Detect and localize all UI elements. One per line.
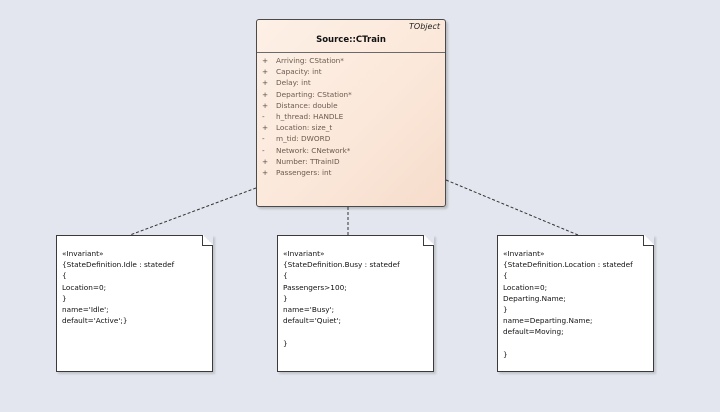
visibility-marker: -	[262, 134, 265, 144]
visibility-marker: +	[262, 56, 269, 65]
note-line: Departing.Name;	[503, 293, 566, 303]
connector-location	[445, 179, 579, 236]
visibility-marker: +	[262, 123, 269, 133]
note-line: name='Busy';	[283, 304, 335, 314]
note-line: Location=0;	[62, 282, 107, 292]
attribute-text: h_thread: HANDLE	[276, 111, 344, 121]
note-line: Passengers>100;	[283, 282, 347, 292]
note-state-busy[interactable]: «Invariant» {StateDefinition.Busy : stat…	[277, 235, 434, 372]
note-line: default='Quiet';	[283, 316, 342, 326]
visibility-marker: +	[262, 78, 269, 88]
note-line: {StateDefinition.Idle : statedef	[62, 260, 175, 270]
attribute-row[interactable]: - h_thread: HANDLE	[262, 111, 352, 122]
note-text: «Invariant» {StateDefinition.Location : …	[503, 248, 633, 360]
attribute-text: Delay: int	[276, 78, 311, 88]
attribute-row[interactable]: + Capacity: int	[262, 66, 352, 77]
note-line: default='Active';}	[62, 316, 128, 326]
attribute-text: Network: CNetwork*	[276, 145, 351, 155]
visibility-marker: +	[262, 67, 269, 77]
note-line: }	[283, 293, 288, 303]
connector-idle	[129, 187, 257, 236]
visibility-marker: +	[262, 89, 269, 99]
note-state-idle[interactable]: «Invariant» {StateDefinition.Idle : stat…	[56, 235, 213, 372]
note-line: default=Moving;	[503, 327, 564, 337]
note-line: {StateDefinition.Location : statedef	[503, 260, 633, 270]
note-line: }	[503, 349, 508, 359]
note-line: }	[62, 293, 67, 303]
note-fold-corner	[202, 235, 213, 246]
attribute-text: Passengers: int	[276, 167, 332, 177]
note-line: «Invariant»	[283, 249, 325, 258]
attribute-text: Arriving: CStation*	[276, 56, 344, 65]
attribute-text: Location: size_t	[276, 123, 333, 133]
attribute-row[interactable]: + Distance: double	[262, 100, 352, 111]
visibility-marker: +	[262, 156, 269, 166]
note-state-location[interactable]: «Invariant» {StateDefinition.Location : …	[497, 235, 654, 372]
attribute-row[interactable]: + Number: TTrainID	[262, 156, 352, 167]
attribute-row[interactable]: - Network: CNetwork*	[262, 145, 352, 156]
note-line: «Invariant»	[62, 249, 104, 258]
attribute-text: Distance: double	[276, 100, 338, 110]
note-text: «Invariant» {StateDefinition.Idle : stat…	[62, 248, 174, 326]
attribute-row[interactable]: + Location: size_t	[262, 122, 352, 133]
attribute-row[interactable]: + Arriving: CStation*	[262, 55, 352, 66]
note-line: {StateDefinition.Busy : statedef	[283, 260, 400, 270]
class-stereotype-tag: TObject	[409, 22, 440, 31]
note-line: }	[503, 304, 508, 314]
attribute-text: m_tid: DWORD	[276, 134, 331, 144]
class-name: Source::CTrain	[316, 35, 386, 45]
attribute-text: Number: TTrainID	[276, 156, 340, 166]
attribute-row[interactable]: + Delay: int	[262, 77, 352, 88]
attribute-list: + Arriving: CStation* + Capacity: int + Del…	[262, 55, 352, 178]
attribute-row[interactable]: - m_tid: DWORD	[262, 133, 352, 144]
attribute-row[interactable]: + Passengers: int	[262, 167, 352, 178]
note-line: «Invariant»	[503, 249, 545, 258]
attribute-text: Departing: CStation*	[276, 89, 352, 99]
note-fold-corner	[423, 235, 434, 246]
visibility-marker: +	[262, 167, 269, 177]
note-line	[283, 326, 400, 337]
visibility-marker: -	[262, 111, 265, 121]
note-fold-corner	[643, 235, 654, 246]
note-line: Location=0;	[503, 282, 548, 292]
note-line	[503, 338, 633, 349]
class-compartment-divider	[257, 52, 445, 53]
attribute-text: Capacity: int	[276, 67, 322, 77]
attribute-row[interactable]: + Departing: CStation*	[262, 89, 352, 100]
note-line: name=Departing.Name;	[503, 316, 593, 326]
note-line: {	[503, 271, 508, 281]
class-ctrain[interactable]: TObject Source::CTrain + Arriving: CStati…	[256, 19, 446, 207]
note-line: }	[283, 338, 288, 348]
visibility-marker: -	[262, 145, 265, 155]
note-line: {	[283, 271, 288, 281]
note-text: «Invariant» {StateDefinition.Busy : stat…	[283, 248, 400, 349]
note-line: name='Idle';	[62, 304, 109, 314]
visibility-marker: +	[262, 100, 269, 110]
note-line: {	[62, 271, 67, 281]
